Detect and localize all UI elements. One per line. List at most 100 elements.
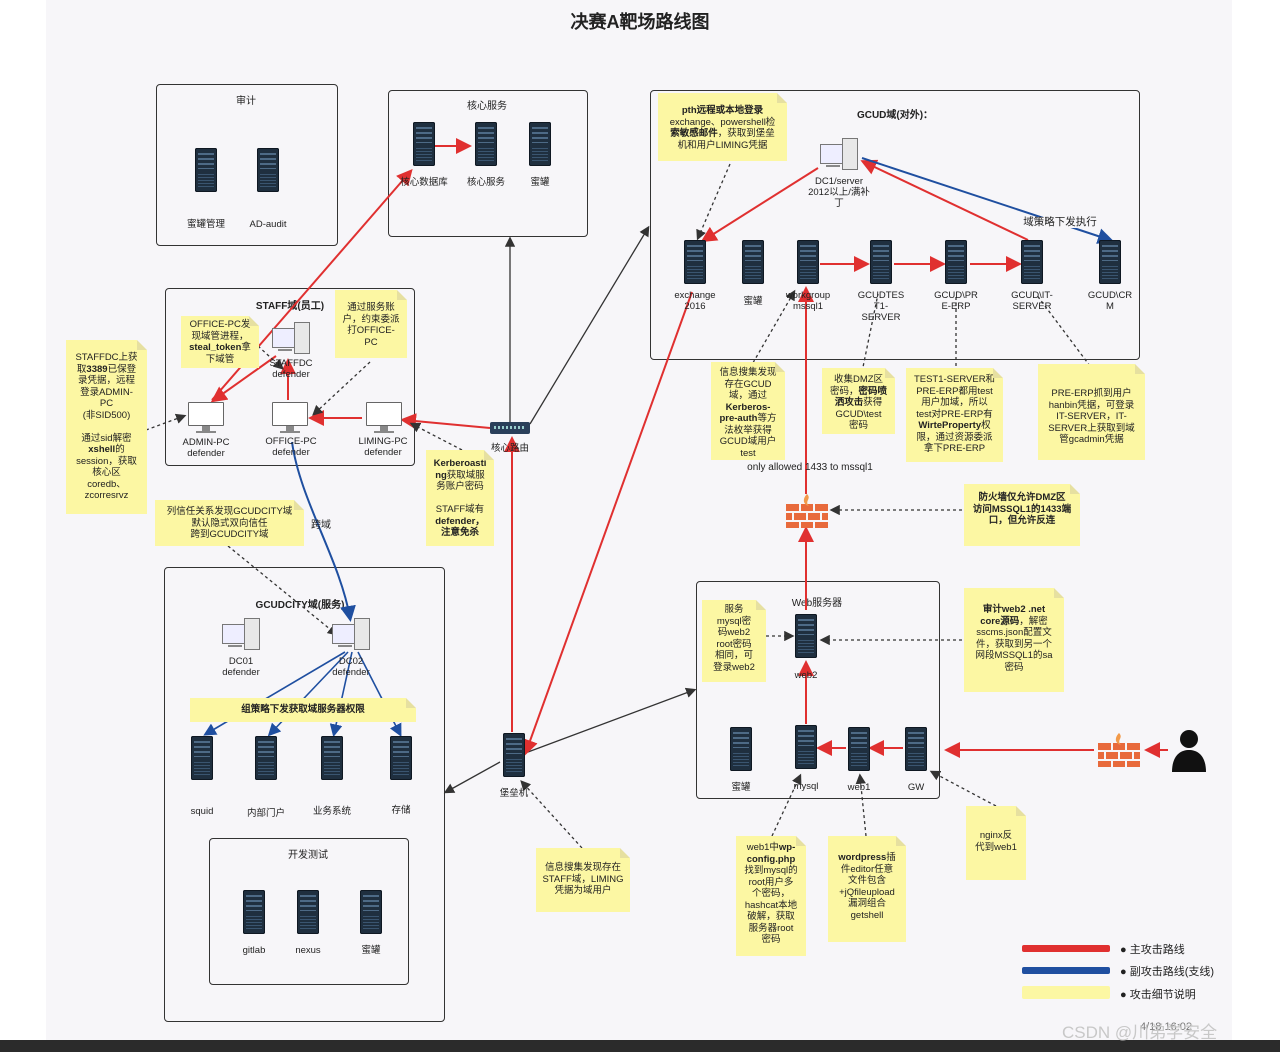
office-pc-label: OFFICE-PC defender bbox=[265, 436, 317, 458]
pre-erp-label: GCUD\PR E-ERP bbox=[934, 290, 978, 312]
squid-label: squid bbox=[190, 806, 214, 817]
main-exchange-bastion bbox=[522, 291, 693, 756]
nexus-label: nexus bbox=[295, 945, 321, 956]
legend-main-label: ● 主攻击路线 bbox=[1120, 944, 1185, 956]
squid-server bbox=[191, 736, 213, 780]
web-honeypot-server bbox=[730, 727, 752, 771]
gw-server bbox=[905, 727, 927, 771]
portal-label: 内部门户 bbox=[246, 808, 285, 819]
crm-label: GCUD\CR M bbox=[1087, 290, 1133, 312]
audit-zone-title: 审计 bbox=[236, 96, 256, 107]
pre-erp-server bbox=[945, 240, 967, 284]
main-dc1-exchange bbox=[700, 167, 819, 243]
ptr-wordpress bbox=[855, 773, 867, 837]
legend-detail-label: ● 攻击细节说明 bbox=[1120, 989, 1196, 1001]
core-zone-title: 核心服务 bbox=[467, 101, 507, 112]
note-web-service: 服务 mysql密 码web2 root密码 相同，可 登录web2 bbox=[702, 600, 766, 682]
note-pth: pth远程或本地登录 exchange、powershell检 索敏感邮件，获取… bbox=[658, 93, 787, 161]
note-staffdc: STAFFDC上获 取3389已保登 录凭据，远程 登录ADMIN- PC (非… bbox=[66, 340, 147, 514]
it-server bbox=[1021, 240, 1043, 284]
external-firewall bbox=[1098, 733, 1140, 767]
staffdc-label: STAFFDC defender bbox=[269, 358, 313, 380]
gcudcity-zone-title: GCUDCITY域(服务) bbox=[255, 600, 345, 611]
legend-detail-swatch bbox=[1022, 986, 1110, 999]
core-service-server bbox=[475, 122, 497, 166]
core-zone bbox=[388, 90, 588, 237]
left-margin bbox=[0, 0, 46, 1052]
staff-zone bbox=[165, 288, 415, 466]
cross-domain-label: 跨域 bbox=[311, 520, 331, 531]
ptr-trust bbox=[227, 545, 339, 636]
dc01-label: DC01 defender bbox=[222, 656, 260, 678]
gitlab-server bbox=[243, 890, 265, 934]
bastion-label: 堡垒机 bbox=[499, 788, 529, 799]
core-db-label: 核心数据库 bbox=[400, 177, 448, 188]
business-server bbox=[321, 736, 343, 780]
dc01-server bbox=[222, 618, 262, 652]
gcudcity-zone bbox=[164, 567, 445, 1022]
note-bastion-info: 信息搜集发现存在 STAFF域，LIMING 凭据为域用户 bbox=[536, 848, 630, 912]
ad-audit-label: AD-audit bbox=[249, 219, 287, 230]
mssql1-server bbox=[797, 240, 819, 284]
bottom-bar bbox=[0, 1040, 1280, 1052]
storage-label: 存储 bbox=[391, 805, 411, 816]
dc02-server bbox=[332, 618, 372, 652]
dev-honeypot-label: 蜜罐 bbox=[361, 945, 381, 956]
right-margin bbox=[1232, 0, 1280, 1052]
ptr-dmz bbox=[861, 293, 879, 373]
ptr-nginx bbox=[929, 770, 997, 807]
dc1-label: DC1/server 2012以上/满补 丁 bbox=[808, 176, 870, 209]
ptr-bastion bbox=[520, 780, 583, 849]
ptr-service bbox=[312, 361, 371, 416]
legend-main-line bbox=[1022, 945, 1110, 952]
gcud-honeypot-label: 蜜罐 bbox=[743, 296, 763, 307]
dmz-firewall bbox=[786, 494, 828, 528]
office-pc bbox=[272, 402, 308, 434]
storage-server bbox=[390, 736, 412, 780]
dc1-server bbox=[820, 138, 860, 172]
ptr-staffdc bbox=[145, 413, 187, 431]
gitlab-label: gitlab bbox=[242, 945, 266, 956]
mysql-label: mysql bbox=[793, 781, 819, 792]
web2-label: web2 bbox=[794, 670, 818, 681]
csdn-watermark: CSDN @川弟学安全 bbox=[1062, 1023, 1218, 1042]
it-server-label: GCUD\IT- SERVER bbox=[1011, 290, 1053, 312]
ptr-pre bbox=[1035, 293, 1091, 367]
honeypot-mgmt-label: 蜜罐管理 bbox=[186, 219, 225, 230]
crm-server bbox=[1099, 240, 1121, 284]
link-router-gcud bbox=[529, 225, 650, 425]
note-wordpress: wordpress插 件editor任意 文件包含 +jQfileupload … bbox=[828, 836, 906, 942]
legend-sub-label: ● 副攻击路线(支线) bbox=[1120, 966, 1215, 978]
web-honeypot-label: 蜜罐 bbox=[731, 782, 751, 793]
domain-policy-label: 域策略下发执行 bbox=[1020, 217, 1100, 228]
admin-pc-label: ADMIN-PC defender bbox=[182, 437, 230, 459]
sub-office-dc02 bbox=[291, 441, 356, 622]
gcud-honeypot-server bbox=[742, 240, 764, 284]
core-service-label: 核心服务 bbox=[466, 177, 505, 188]
ptr-kerb bbox=[409, 422, 463, 451]
only-allowed-label: only allowed 1433 to mssql1 bbox=[747, 462, 873, 473]
core-honeypot-server bbox=[529, 122, 551, 166]
staffdc-server bbox=[272, 322, 312, 356]
ptr-wpconfig bbox=[771, 773, 802, 837]
note-firewall: 防火墙仅允许DMZ区 访问MSSQL1的1433端 口，但允许反连 bbox=[964, 484, 1080, 546]
core-router bbox=[490, 422, 530, 434]
web1-server bbox=[848, 727, 870, 771]
dev-honeypot-server bbox=[360, 890, 382, 934]
web-zone-title: Web服务器 bbox=[791, 598, 843, 609]
gcudtest1-label: GCUDTES T1- SERVER bbox=[857, 290, 905, 323]
note-kerberoasting: Kerberoasti ng获取域服 务账户密码 STAFF域有 defende… bbox=[426, 450, 494, 546]
ptr-info bbox=[749, 289, 796, 369]
liming-pc-label: LIMING-PC defender bbox=[358, 436, 408, 458]
note-info-gcud: 信息搜集发现 存在GCUD 域，通过 Kerberos- pre-auth等方 … bbox=[711, 362, 785, 460]
note-trust: 列信任关系发现GCUDCITY域 默认隐式双向信任 跨到GCUDCITY域 bbox=[155, 500, 304, 546]
dc02-label: DC02 defender bbox=[332, 656, 370, 678]
honeypot-mgmt-server bbox=[195, 148, 217, 192]
exchange-label: exchange 2016 bbox=[674, 290, 716, 312]
bastion-server bbox=[503, 733, 525, 777]
core-db-server bbox=[413, 122, 435, 166]
core-router-label: 核心路由 bbox=[490, 443, 529, 454]
footer-date: 4/18 16:02 bbox=[1140, 1021, 1192, 1033]
liming-pc bbox=[366, 402, 402, 434]
